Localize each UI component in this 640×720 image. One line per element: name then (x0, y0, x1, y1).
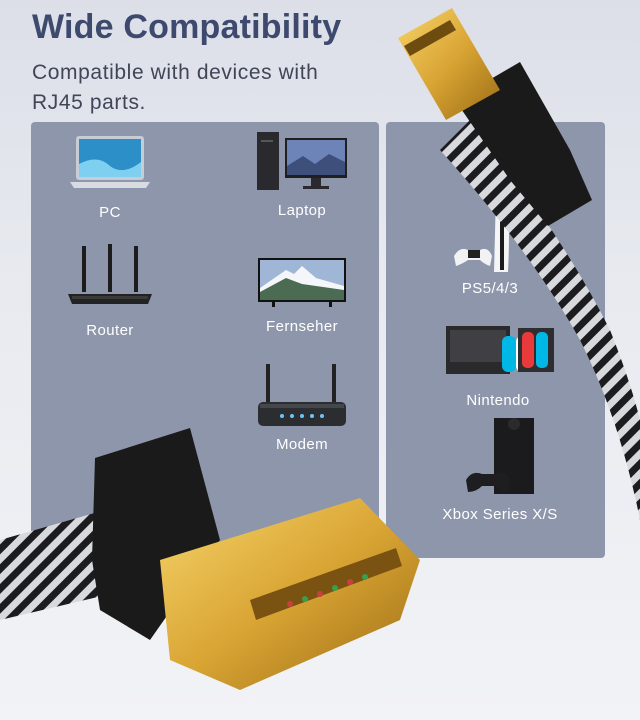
device-label-xbox: Xbox Series X/S (442, 506, 558, 523)
router-icon (68, 244, 152, 304)
device-ps: PS5/4/3 (440, 192, 540, 297)
device-laptop: Laptop (244, 130, 360, 219)
device-pc: PC (58, 134, 162, 221)
page-title: Wide Compatibility (32, 8, 342, 46)
tv-icon (258, 258, 346, 307)
laptop-icon (70, 136, 150, 188)
device-xbox: Xbox Series X/S (430, 414, 570, 523)
desktop-computer-icon (257, 132, 347, 190)
device-modem: Modem (250, 362, 354, 453)
device-label-router: Router (86, 322, 134, 339)
nintendo-switch-icon (446, 326, 554, 374)
device-label-ps: PS5/4/3 (461, 280, 519, 297)
device-label-modem: Modem (275, 436, 329, 453)
device-label-laptop: Laptop (277, 202, 327, 219)
playstation-icon (454, 194, 509, 272)
xbox-icon (466, 418, 534, 494)
device-label-switch: Nintendo (466, 392, 530, 409)
device-tv: Fernseher (250, 256, 354, 335)
device-router: Router (60, 244, 160, 339)
device-label-tv: Fernseher (266, 318, 338, 335)
modem-icon (258, 364, 346, 426)
page-subtitle: Compatible with devices with RJ45 parts. (32, 61, 319, 114)
device-switch: Nintendo (436, 322, 560, 409)
device-label-pc: PC (99, 204, 121, 221)
